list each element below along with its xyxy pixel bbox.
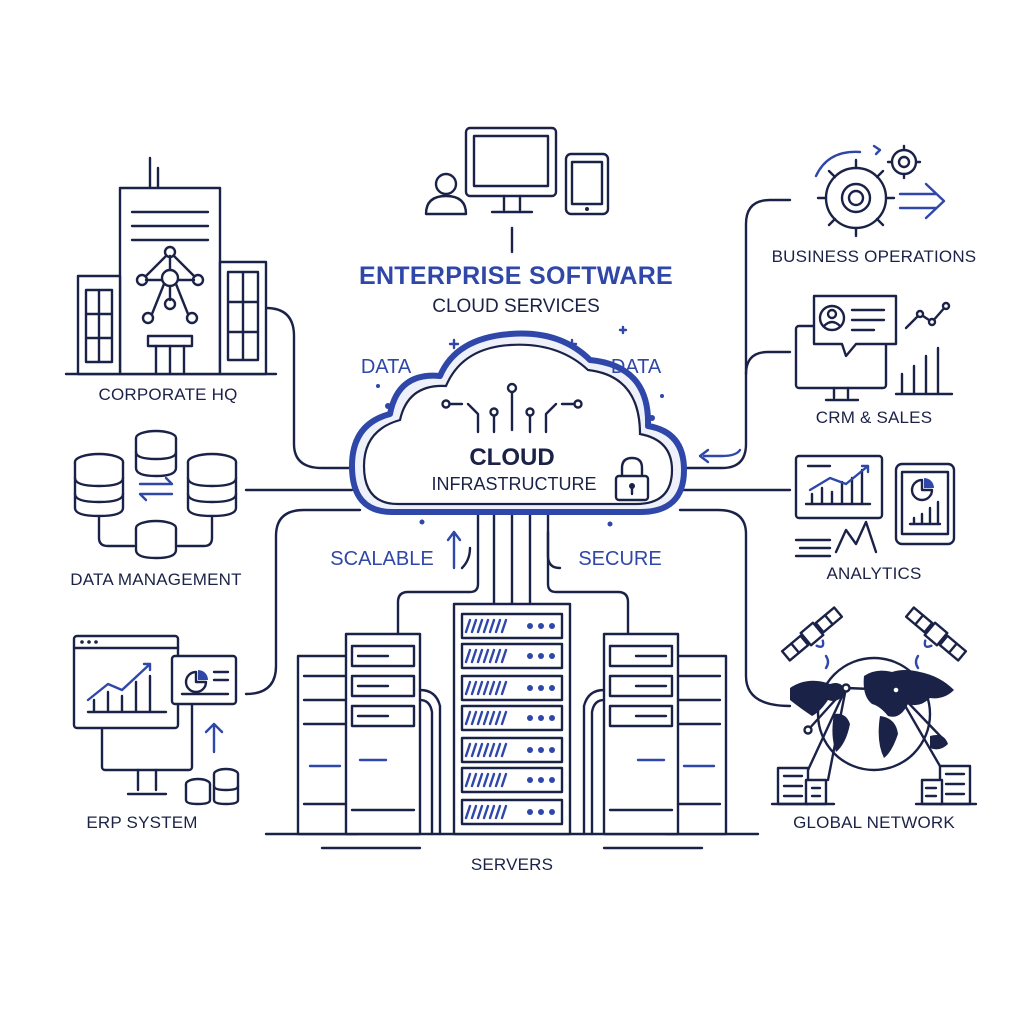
office-building-icon [64,156,278,376]
gears-icon [814,144,946,238]
user-devices-icon [424,126,610,216]
database-icon [73,429,238,560]
crm-chat-icon [794,294,954,402]
business-operations-label: BUSINESS OPERATIONS [771,247,977,266]
globe-satellite-icon [770,606,978,806]
server-units [460,612,564,826]
crm-sales-label: CRM & SALES [815,408,933,427]
erp-system-label: ERP SYSTEM [86,813,198,832]
data-management-label: DATA MANAGEMENT [70,570,242,589]
server-rack-icon [264,602,760,850]
scalable-label: SCALABLE [330,548,434,570]
data-label-right: DATA [610,356,662,378]
analytics-label: ANALYTICS [826,564,922,583]
diagram-title: ENTERPRISE SOFTWARE [358,262,674,290]
erp-dashboard-icon [72,634,240,806]
data-label-left: DATA [360,356,412,378]
padlock-icon [614,456,650,502]
cloud-title: CLOUD [469,444,555,471]
servers-label: SERVERS [470,855,554,874]
analytics-chart-icon [794,454,956,558]
corporate-hq-label: CORPORATE HQ [98,385,238,404]
secure-label: SECURE [578,548,662,570]
global-network-label: GLOBAL NETWORK [793,813,955,832]
cloud-icon [349,325,687,527]
diagram-subtitle: CLOUD SERVICES [432,296,600,317]
cloud-subtitle: INFRASTRUCTURE [431,474,597,494]
